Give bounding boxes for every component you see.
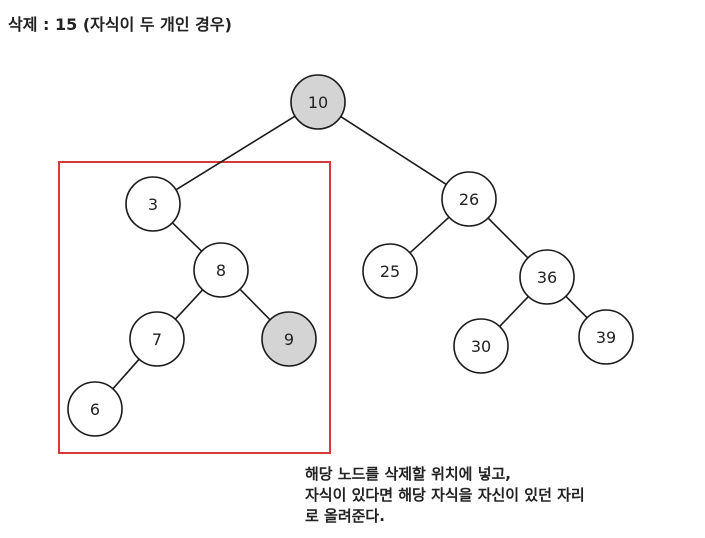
tree-edge-10-26 [340,115,447,186]
tree-node-label: 36 [537,268,557,287]
tree-node-circle [441,171,497,227]
left-subtree-highlight-box [58,161,331,454]
tree-edge-8-7 [174,289,204,320]
tree-node-circle [453,318,509,374]
tree-node-circle [125,176,181,232]
tree-node-36: 36 [519,249,575,305]
tree-node-10: 10 [290,74,346,130]
tree-node-label: 6 [90,400,100,419]
tree-node-circle [261,311,317,367]
tree-edge-36-39 [565,295,588,319]
tree-node-circle [519,249,575,305]
page-title: 삭제 : 15 (자식이 두 개인 경우) [8,15,232,34]
tree-edges [112,115,588,390]
tree-node-label: 30 [471,337,491,356]
tree-edge-10-3 [175,115,296,191]
tree-node-label: 25 [380,262,400,281]
tree-node-25: 25 [362,243,418,299]
tree-nodes: 10 3 26 8 25 36 7 9 30 39 6 [67,74,634,437]
tree-edge-26-25 [409,216,450,254]
tree-node-26: 26 [441,171,497,227]
tree-node-label: 8 [216,261,226,280]
tree-node-8: 8 [193,242,249,298]
tree-node-30: 30 [453,318,509,374]
explanation-note: 해당 노드를 삭제할 위치에 넣고, 자식이 있다면 해당 자식을 자신이 있던… [305,465,585,525]
tree-edge-8-9 [239,288,271,321]
tree-edge-26-36 [487,217,529,259]
tree-node-9: 9 [261,311,317,367]
tree-node-39: 39 [578,309,634,365]
tree-node-circle [362,243,418,299]
tree-node-circle [290,74,346,130]
tree-node-7: 7 [129,311,185,367]
tree-node-circle [67,381,123,437]
tree-node-circle [578,309,634,365]
tree-node-label: 39 [596,328,616,347]
tree-node-label: 3 [148,195,158,214]
tree-edge-36-30 [499,295,529,328]
tree-node-3: 3 [125,176,181,232]
tree-node-label: 10 [308,93,328,112]
tree-node-6: 6 [67,381,123,437]
tree-edge-7-6 [112,358,140,390]
tree-node-label: 9 [284,330,294,349]
tree-node-label: 7 [152,330,162,349]
tree-node-circle [129,311,185,367]
tree-node-circle [193,242,249,298]
tree-node-label: 26 [459,190,479,209]
tree-edge-3-8 [171,222,203,252]
